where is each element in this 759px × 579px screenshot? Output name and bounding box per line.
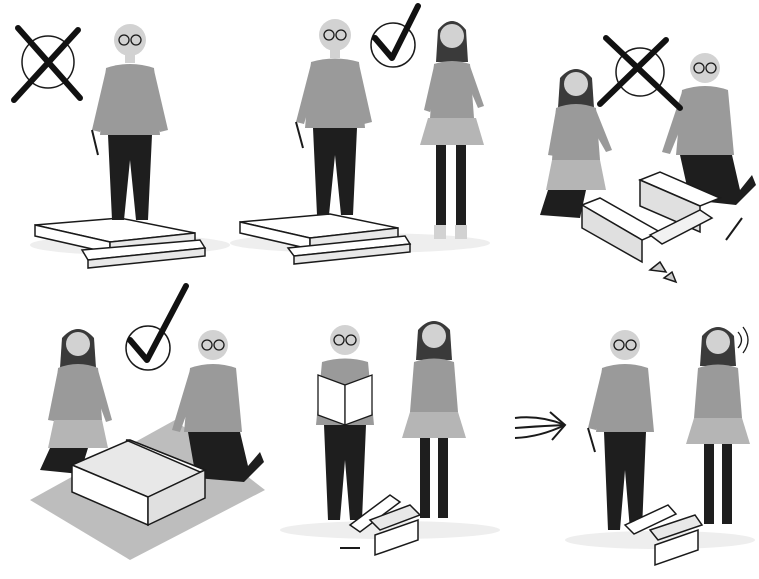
man-figure <box>588 330 654 530</box>
screwdriver <box>726 218 742 240</box>
man-figure <box>296 19 372 215</box>
panel-3-wrong <box>540 38 756 282</box>
woman-figure <box>402 321 466 518</box>
planks <box>240 214 410 264</box>
panel-2-right <box>230 6 490 264</box>
woman-figure <box>686 327 750 524</box>
man-figure <box>316 325 374 520</box>
panel-1-wrong <box>14 24 230 268</box>
woman-figure <box>420 21 484 239</box>
man-figure <box>92 24 168 220</box>
cross-icon <box>14 28 80 100</box>
woman-figure <box>540 69 612 218</box>
panel-5-reading <box>280 321 500 555</box>
check-icon <box>371 6 418 67</box>
panel-6-phone <box>565 327 755 565</box>
arrow-icon <box>515 412 565 440</box>
cross-icon <box>600 38 680 108</box>
check-icon <box>126 286 186 370</box>
phone-signal-icon <box>738 327 748 353</box>
panel-4-right <box>30 286 265 560</box>
